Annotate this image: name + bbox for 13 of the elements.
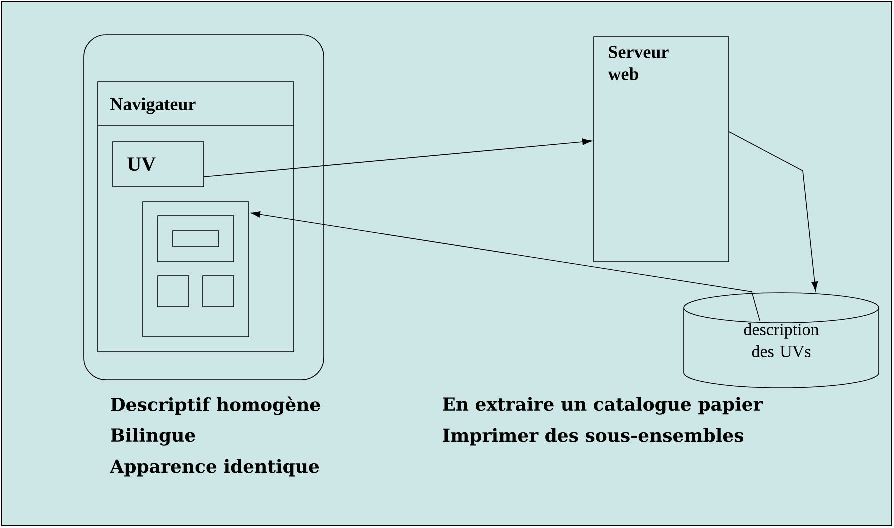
item-box: UV — [112, 142, 204, 188]
arrow — [729, 132, 818, 292]
database-cylinder: description des UVs — [684, 292, 880, 388]
server-box: Serveur web — [594, 36, 730, 262]
caption-text: Apparence identique — [110, 459, 320, 477]
caption-text: Bilingue — [111, 428, 196, 446]
arrow — [250, 211, 760, 322]
form-panel — [142, 202, 250, 338]
arrow — [204, 138, 592, 178]
caption-text: Descriptif homogène — [111, 396, 320, 416]
caption-text: En extraire un catalogue papier — [443, 397, 763, 415]
caption-text: Imprimer des sous-ensembles — [443, 428, 744, 446]
device-frame — [84, 34, 324, 380]
